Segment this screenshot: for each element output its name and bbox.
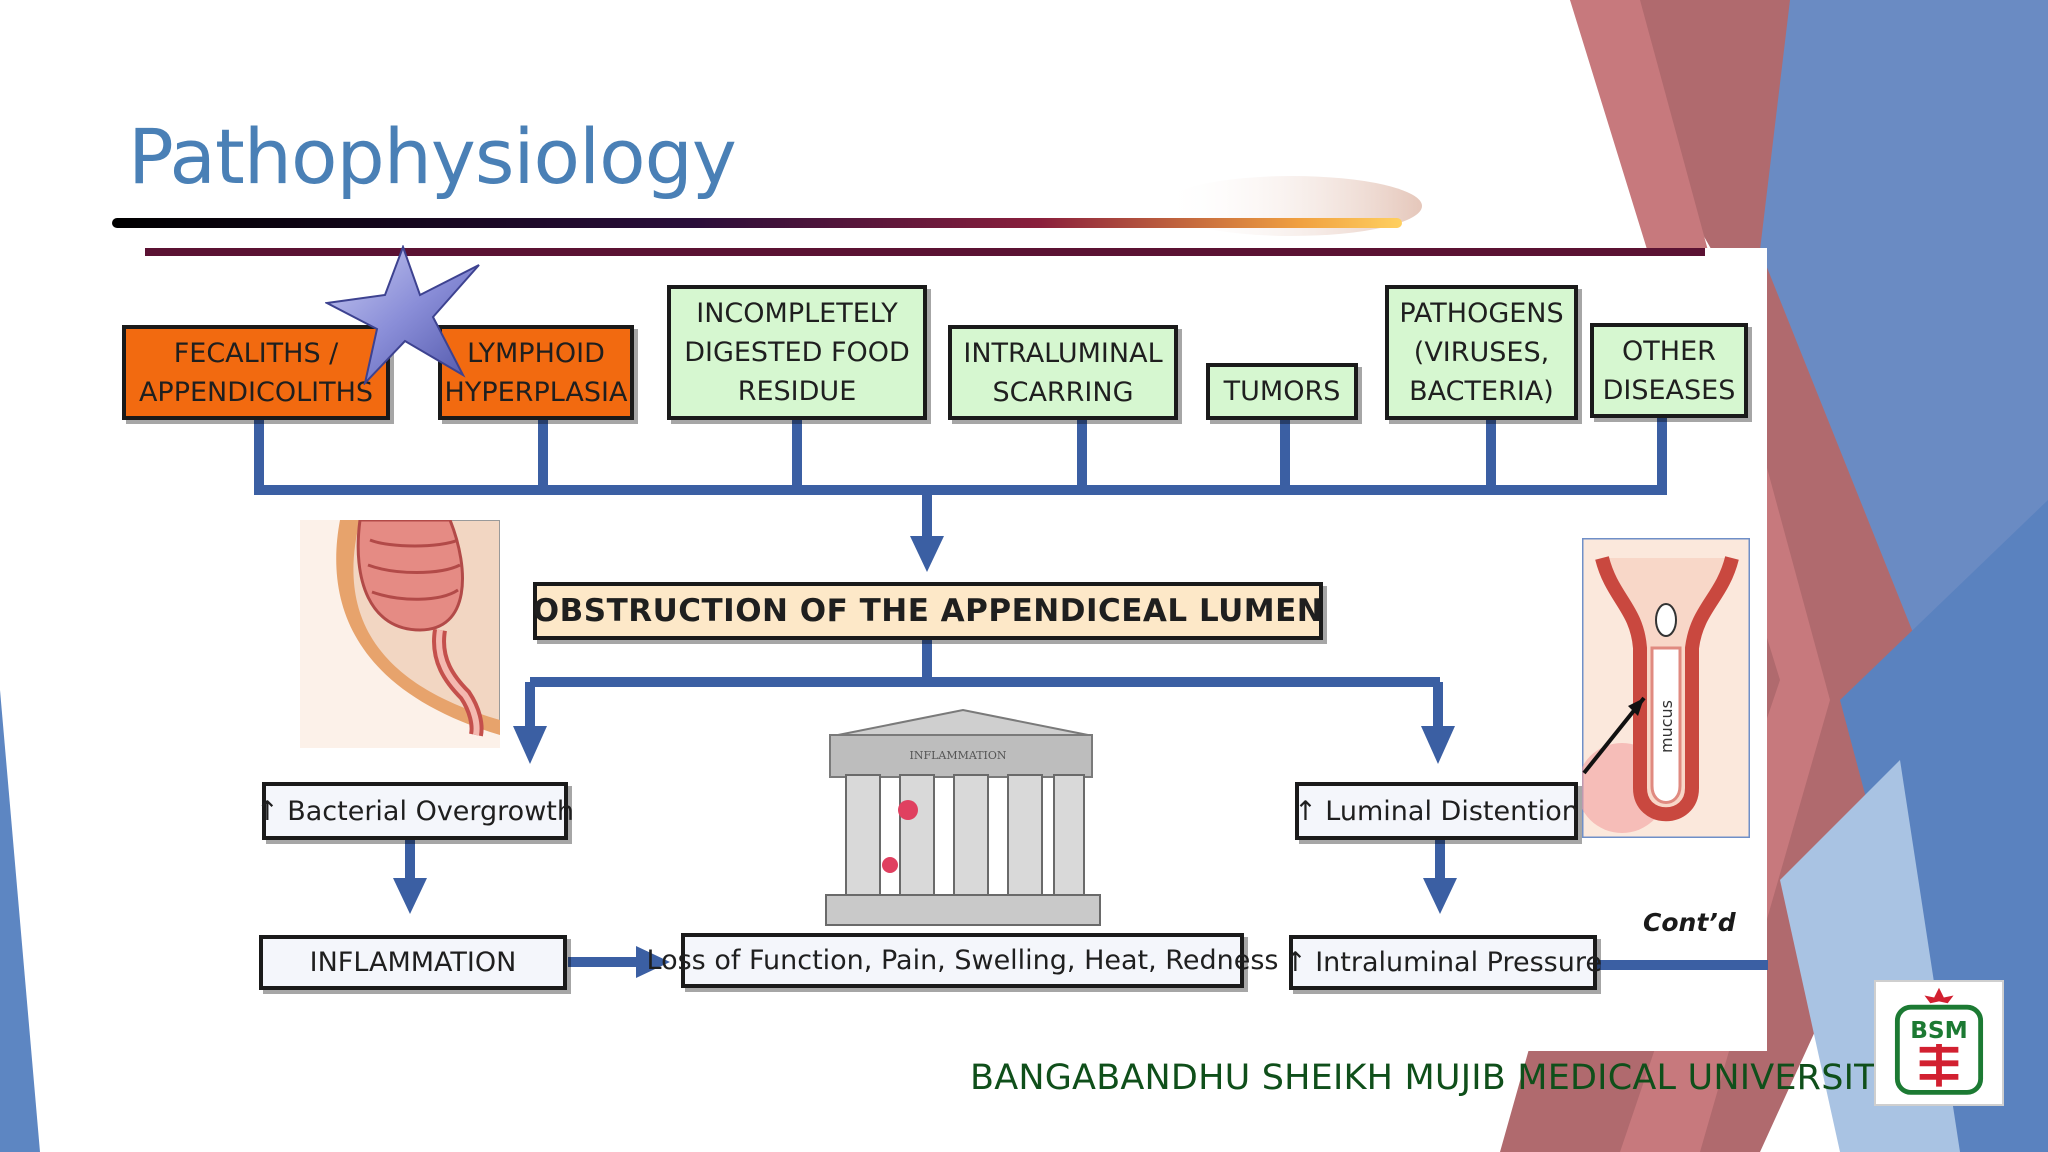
svg-text:BSM: BSM [1910,1017,1968,1044]
cause-scarring: INTRALUMINAL SCARRING [948,325,1178,420]
bsmmu-logo-icon: BSM [1894,987,1984,1095]
intraluminal-pressure-box: ↑ Intraluminal Pressure [1284,935,1602,990]
cause-digested-food: INCOMPLETELY DIGESTED FOOD RESIDUE [667,285,927,420]
cause-tumors: TUMORS [1206,363,1358,420]
loss-of-function-box: Loss of Function, Pain, Swelling, Heat, … [647,933,1278,988]
star-icon [325,245,480,385]
inflammation-temple-illustration: INFLAMMATION [825,708,1101,926]
luminal-distention-box: ↑ Luminal Distention [1294,782,1579,840]
background-left-blue [0,690,40,1152]
diagram-top-bar [145,248,1705,256]
title-underline [112,176,1422,236]
temple-label: INFLAMMATION [909,749,1006,762]
cause-pathogens: PATHOGENS (VIRUSES, BACTERIA) [1385,285,1578,420]
continued-label: Cont’d [1643,908,1736,937]
appendix-mucus-illustration: mucus [1582,538,1750,838]
bacterial-overgrowth-box: ↑ Bacterial Overgrowth [256,782,574,840]
cause-fecaliths: FECALITHS / APPENDICOLITHS [122,325,390,420]
colon-appendix-illustration [300,520,500,748]
cause-lymphoid-hyperplasia: LYMPHOID HYPERPLASIA [438,325,634,420]
slide-title: Pathophysiology [128,112,737,201]
cause-other-diseases: OTHER DISEASES [1590,323,1748,418]
footer-university-name: BANGABANDHU SHEIKH MUJIB MEDICAL UNIVERS… [970,1058,1898,1098]
inflammation-box: INFLAMMATION [259,935,567,990]
mucus-label: mucus [1657,700,1676,753]
university-logo: BSM [1874,980,2004,1106]
obstruction-box: OBSTRUCTION OF THE APPENDICEAL LUMEN [533,582,1323,640]
